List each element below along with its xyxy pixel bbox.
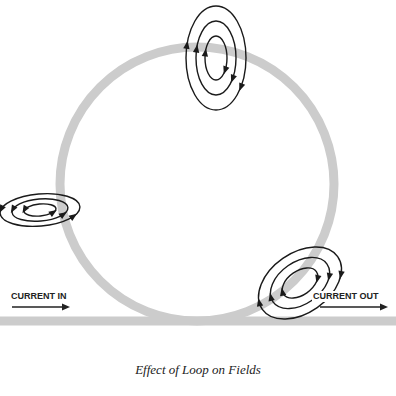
field-arrowhead	[193, 45, 199, 53]
field-line	[196, 21, 236, 95]
current-label: CURRENT IN	[10, 291, 68, 302]
field-arrowhead	[10, 204, 18, 213]
current-in-arrow	[12, 306, 64, 307]
field-arrowhead	[0, 204, 6, 213]
arrowhead	[62, 304, 70, 311]
field-line	[0, 191, 81, 230]
field-group	[0, 191, 81, 230]
field-arrowhead	[202, 48, 208, 56]
field-arrowhead	[265, 293, 275, 304]
field-arrowhead	[312, 272, 323, 283]
wire-lead	[0, 317, 396, 326]
current-arrows	[12, 304, 388, 311]
field-arrowhead	[68, 214, 77, 222]
wire-loop	[0, 47, 396, 321]
field-arrowhead	[324, 270, 335, 281]
field-line	[11, 197, 69, 224]
arrowhead	[380, 304, 388, 311]
field-arrowhead	[239, 82, 245, 91]
field-group	[243, 232, 355, 336]
wire-circle	[60, 47, 334, 321]
field-lines	[0, 6, 355, 336]
field-arrowhead	[336, 268, 347, 279]
field-arrowhead	[48, 210, 57, 217]
field-line	[186, 6, 246, 110]
field-arrowhead	[183, 41, 189, 49]
field-arrowhead	[22, 204, 30, 213]
field-line	[245, 232, 355, 334]
current-out-arrow	[320, 306, 382, 307]
figure-caption: Effect of Loop on Fields	[135, 362, 261, 378]
field-arrowhead	[277, 288, 287, 299]
current-label: CURRENT OUT	[312, 291, 380, 302]
field-arrowhead	[58, 212, 67, 219]
field-arrowhead	[253, 298, 263, 308]
field-line	[205, 36, 227, 80]
field-arrowhead	[223, 66, 229, 75]
field-line	[261, 247, 339, 319]
field-arrowhead	[231, 74, 237, 83]
field-line	[24, 203, 57, 218]
field-group	[183, 6, 246, 110]
